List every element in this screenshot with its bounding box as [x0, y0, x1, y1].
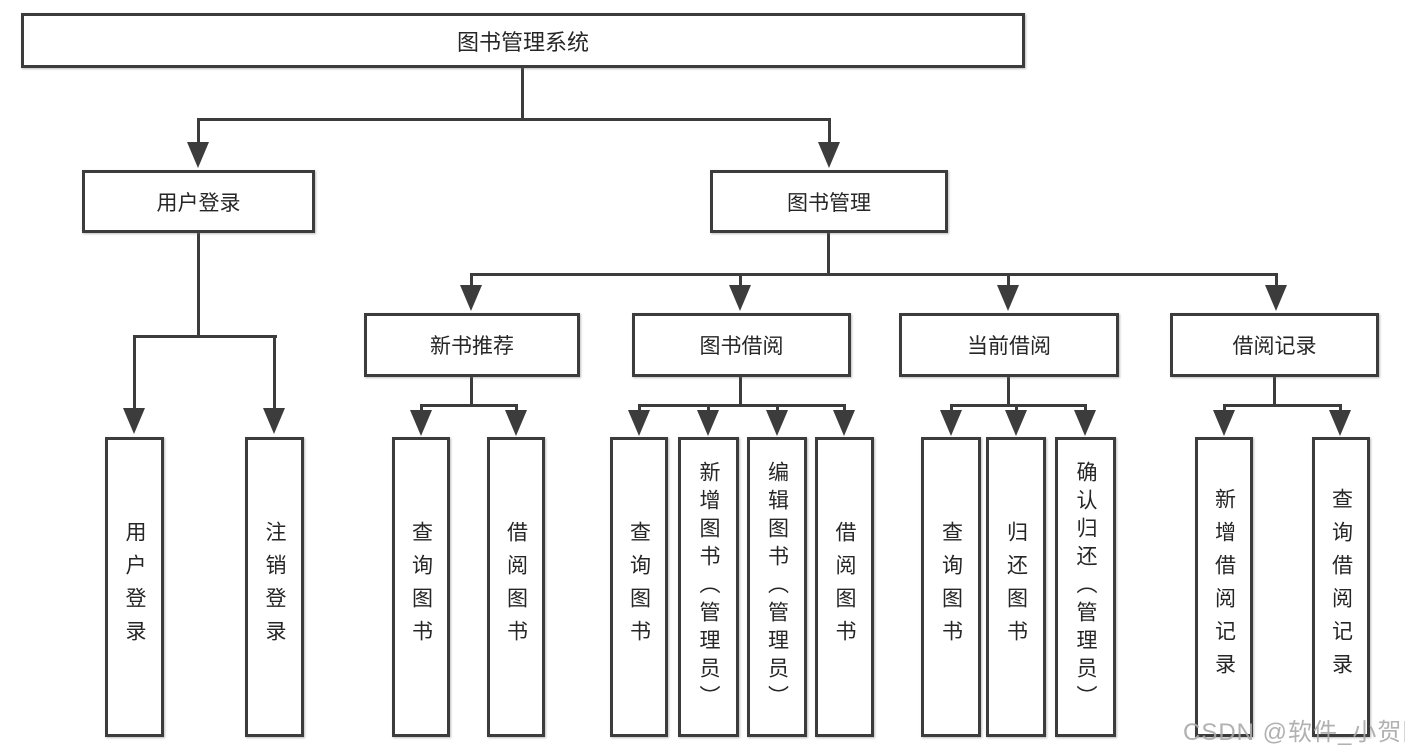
- connector-borrow-drop-1: [638, 404, 641, 412]
- leaf-label: 新增图书（管理员）: [697, 461, 720, 713]
- csdn-watermark: CSDN @软件_小贺同学: [1183, 719, 1405, 746]
- leaf-label: 借阅图书: [504, 521, 528, 653]
- arrowhead-current-borrow: [997, 285, 1019, 311]
- node-root-label: 图书管理系统: [456, 29, 589, 55]
- leaf-label: 用户登录: [123, 521, 146, 653]
- connector-root-drop-right: [828, 118, 831, 146]
- arrowhead-user-login: [187, 142, 209, 168]
- connector-user-hbar: [133, 335, 277, 338]
- arrowhead-borrow-books-recommend: [505, 410, 527, 436]
- connector-recommend-stem: [470, 377, 473, 404]
- arrowhead-leaf-user-login: [123, 408, 145, 434]
- arrowhead-borrow-records: [1265, 285, 1287, 311]
- leaf-query-books-current: 查询图书: [921, 437, 981, 737]
- leaf-label: 注销登录: [263, 521, 286, 653]
- connector-records-drop-1: [1223, 404, 1226, 412]
- connector-current-drop-1: [950, 404, 953, 412]
- node-label: 借阅记录: [1232, 335, 1317, 358]
- connector-mgmt-drop-4: [1275, 273, 1278, 287]
- connector-records-drop-2: [1339, 404, 1342, 412]
- node-label: 图书管理: [787, 191, 871, 215]
- connector-current-hbar: [950, 404, 1086, 407]
- leaf-logout: 注销登录: [245, 437, 304, 737]
- arrowhead-query-borrow-record: [1329, 410, 1351, 436]
- connector-user-drop-left: [133, 335, 136, 410]
- node-book-management: 图书管理: [710, 170, 948, 233]
- leaf-query-books-borrow: 查询图书: [610, 437, 668, 737]
- arrowhead-query-books-current: [940, 410, 962, 436]
- arrowhead-query-books-recommend: [410, 410, 432, 436]
- arrowhead-confirm-return: [1074, 410, 1096, 436]
- node-label: 用户登录: [156, 191, 241, 215]
- connector-borrow-stem: [739, 377, 742, 404]
- connector-mgmt-drop-3: [1007, 273, 1010, 287]
- leaf-borrow-books-recommend: 借阅图书: [487, 437, 545, 737]
- arrowhead-add-book: [697, 410, 719, 436]
- connector-mgmt-drop-1: [470, 273, 473, 287]
- connector-borrow-drop-4: [843, 404, 846, 412]
- node-new-book-recommend: 新书推荐: [364, 313, 580, 377]
- arrowhead-add-borrow-record: [1213, 410, 1235, 436]
- connector-user-drop-right: [273, 335, 276, 410]
- leaf-label: 查询图书: [409, 521, 433, 653]
- leaf-confirm-return-admin: 确认归还（管理员）: [1055, 437, 1116, 737]
- node-root: 图书管理系统: [21, 13, 1025, 68]
- connector-records-stem: [1273, 377, 1276, 404]
- node-borrow-records: 借阅记录: [1170, 313, 1379, 377]
- leaf-user-login: 用户登录: [105, 437, 164, 737]
- connector-mgmt-hbar: [470, 273, 1278, 276]
- leaf-label: 编辑图书（管理员）: [765, 461, 789, 713]
- connector-mgmt-drop-2: [739, 273, 742, 287]
- connector-current-drop-2: [1015, 404, 1018, 412]
- leaf-query-books-recommend: 查询图书: [392, 437, 450, 737]
- node-current-borrow: 当前借阅: [899, 313, 1119, 377]
- node-label: 图书借阅: [699, 335, 784, 358]
- leaf-label: 确认归还（管理员）: [1074, 461, 1097, 713]
- leaf-add-borrow-record: 新增借阅记录: [1195, 437, 1253, 737]
- node-label: 当前借阅: [967, 335, 1051, 358]
- leaf-label: 借阅图书: [833, 521, 856, 653]
- connector-recommend-drop-1: [420, 404, 423, 412]
- leaf-label: 查询借阅记录: [1329, 488, 1353, 686]
- leaf-label: 查询图书: [627, 521, 651, 653]
- node-user-login: 用户登录: [82, 170, 315, 233]
- connector-root-hbar: [197, 118, 831, 121]
- arrowhead-query-books-borrow: [628, 410, 650, 436]
- connector-borrow-hbar: [638, 404, 846, 407]
- connector-current-stem: [1007, 377, 1010, 404]
- connector-recommend-hbar: [420, 404, 518, 407]
- arrowhead-book-borrow: [729, 285, 751, 311]
- connector-records-hbar: [1223, 404, 1342, 407]
- connector-user-stem: [197, 233, 200, 335]
- connector-current-drop-3: [1084, 404, 1087, 412]
- connector-borrow-drop-2: [707, 404, 710, 412]
- arrowhead-book-management: [818, 142, 840, 168]
- leaf-label: 归还图书: [1004, 521, 1028, 653]
- connector-root-drop-left: [197, 118, 200, 146]
- connector-borrow-drop-3: [776, 404, 779, 412]
- arrowhead-return-book: [1005, 410, 1027, 436]
- arrowhead-edit-book: [766, 410, 788, 436]
- arrowhead-borrow-books: [833, 410, 855, 436]
- connector-mgmt-stem: [827, 233, 830, 273]
- connector-root-stem: [521, 68, 524, 118]
- node-book-borrow: 图书借阅: [632, 313, 851, 377]
- leaf-edit-book-admin: 编辑图书（管理员）: [747, 437, 807, 737]
- leaf-query-borrow-record: 查询借阅记录: [1312, 437, 1370, 737]
- node-label: 新书推荐: [430, 335, 514, 358]
- leaf-add-book-admin: 新增图书（管理员）: [678, 437, 739, 737]
- leaf-borrow-books: 借阅图书: [815, 437, 874, 737]
- leaf-label: 新增借阅记录: [1212, 488, 1236, 686]
- arrowhead-leaf-logout: [263, 408, 285, 434]
- leaf-return-book: 归还图书: [986, 437, 1046, 737]
- connector-recommend-drop-2: [515, 404, 518, 412]
- leaf-label: 查询图书: [939, 521, 963, 653]
- arrowhead-new-book-recommend: [460, 285, 482, 311]
